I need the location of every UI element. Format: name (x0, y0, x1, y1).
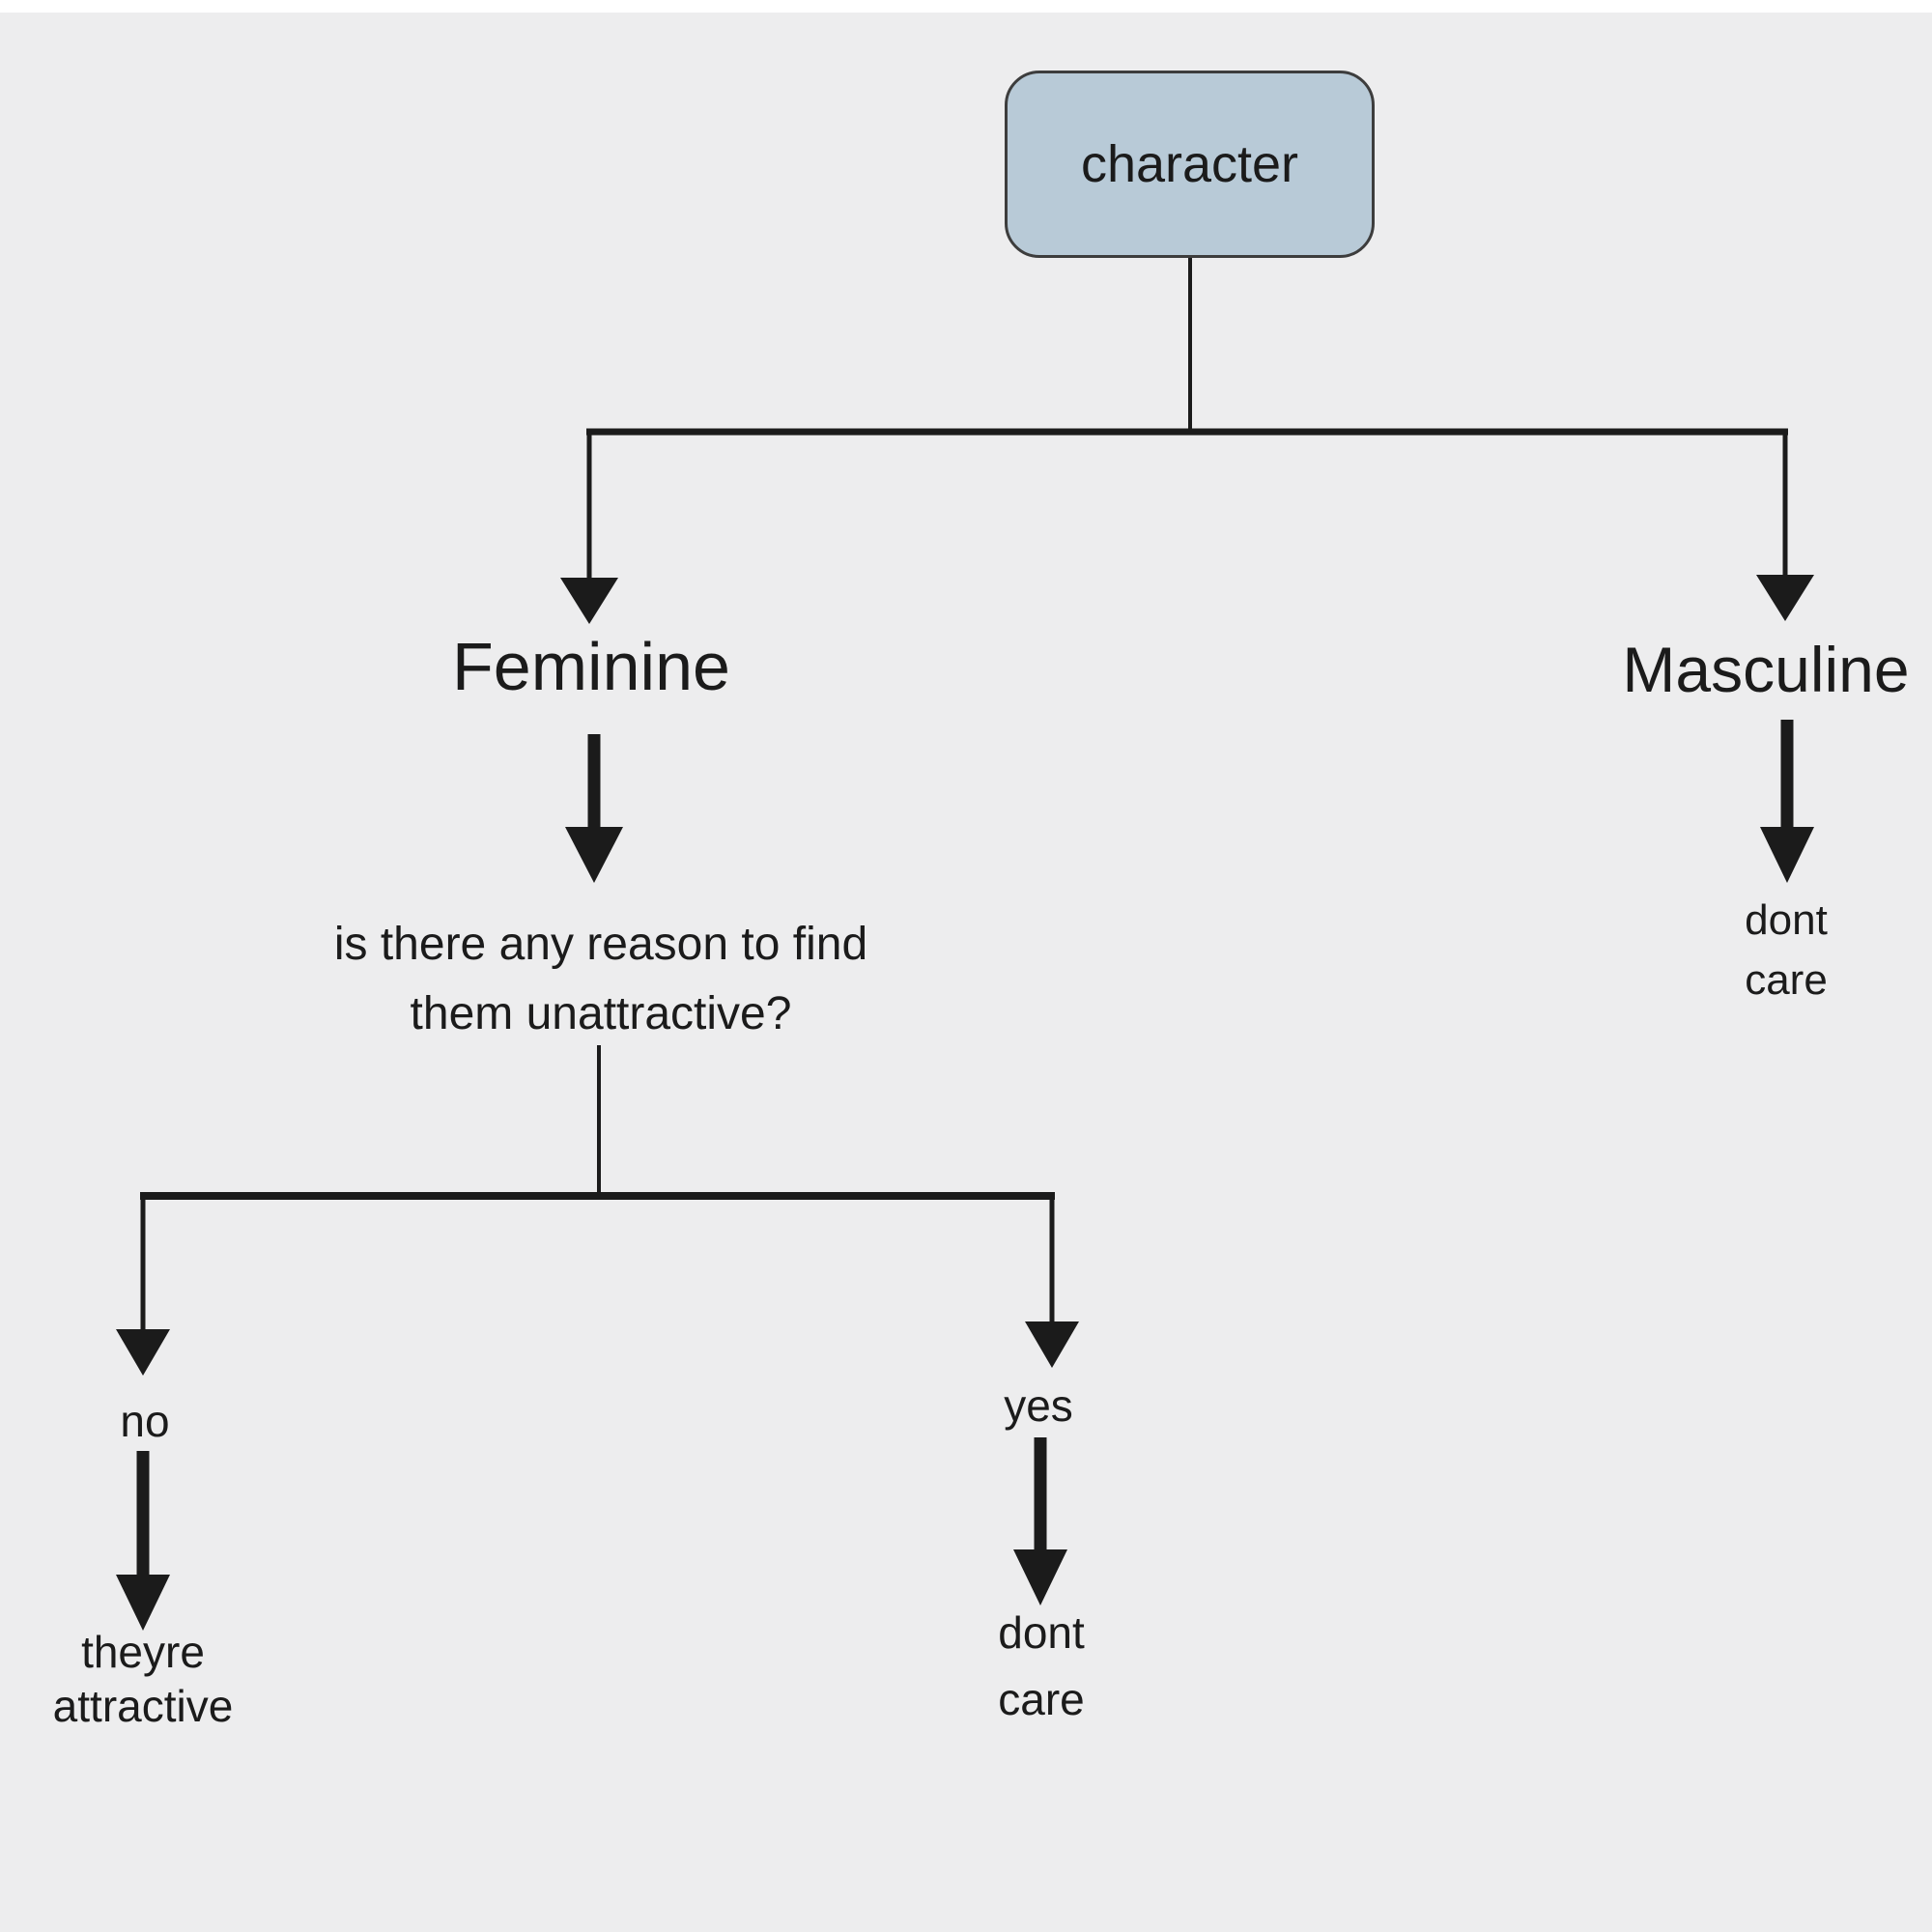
node-masculine-label: Masculine (1622, 634, 1910, 705)
node-question: is there any reason to find them unattra… (334, 910, 867, 1049)
node-masculine-result: dont care (1745, 891, 1828, 1011)
no-arrowhead-icon (116, 1329, 170, 1376)
node-no: no (120, 1399, 169, 1443)
node-question-line2: them unattractive? (410, 988, 792, 1039)
node-feminine-label: Feminine (452, 629, 730, 704)
node-yes-result-line2: care (998, 1674, 1085, 1724)
no-result-arrowhead-icon (116, 1575, 170, 1631)
yes-arrowhead-icon (1025, 1321, 1079, 1368)
node-yes-result: dont care (998, 1600, 1085, 1733)
node-feminine: Feminine (452, 633, 730, 700)
node-no-result: theyre attractive (53, 1625, 234, 1733)
node-question-line1: is there any reason to find (333, 919, 868, 970)
node-no-label: no (120, 1396, 170, 1446)
masculine-result-arrowhead-icon (1760, 827, 1814, 883)
top-strip (0, 0, 1932, 13)
node-no-result-line2: attractive (52, 1681, 234, 1732)
node-character: character (1005, 71, 1375, 258)
node-character-label: character (1080, 135, 1299, 193)
node-yes: yes (1004, 1383, 1073, 1428)
node-masculine: Masculine (1622, 638, 1909, 701)
node-masculine-result-line1: dont (1745, 896, 1828, 944)
feminine-arrowhead-icon (560, 578, 618, 624)
node-yes-result-line1: dont (998, 1607, 1085, 1658)
feminine-to-question-arrowhead-icon (565, 827, 623, 883)
node-masculine-result-line2: care (1745, 956, 1828, 1005)
masculine-arrowhead-icon (1756, 575, 1814, 621)
node-no-result-line1: theyre (81, 1627, 205, 1677)
node-yes-label: yes (1004, 1380, 1073, 1431)
yes-result-arrowhead-icon (1013, 1549, 1067, 1605)
